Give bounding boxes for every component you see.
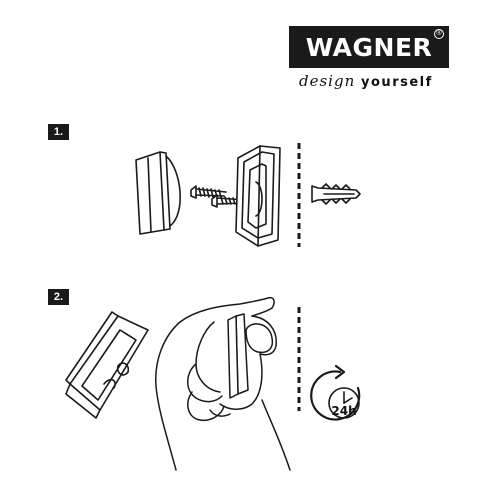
brand-logo: WAGNER ®	[289, 26, 449, 68]
cure-time-label: 24h	[331, 404, 357, 418]
wall-plug-icon	[311, 183, 361, 205]
tagline-part1: design	[299, 72, 356, 90]
hand-pressing-icon	[155, 296, 291, 471]
doorbell-unit-icon	[65, 311, 149, 419]
back-plate-icon	[235, 145, 281, 247]
step-1-badge: 1.	[48, 124, 69, 140]
brand-tagline: design yourself	[299, 72, 433, 90]
tagline-part2: yourself	[361, 75, 433, 90]
brand-name: WAGNER	[305, 32, 433, 62]
clock-cycle-icon	[310, 364, 361, 421]
registered-mark: ®	[434, 29, 444, 39]
doorbell-cover-icon	[135, 151, 181, 235]
step-2-badge: 2.	[48, 289, 69, 305]
